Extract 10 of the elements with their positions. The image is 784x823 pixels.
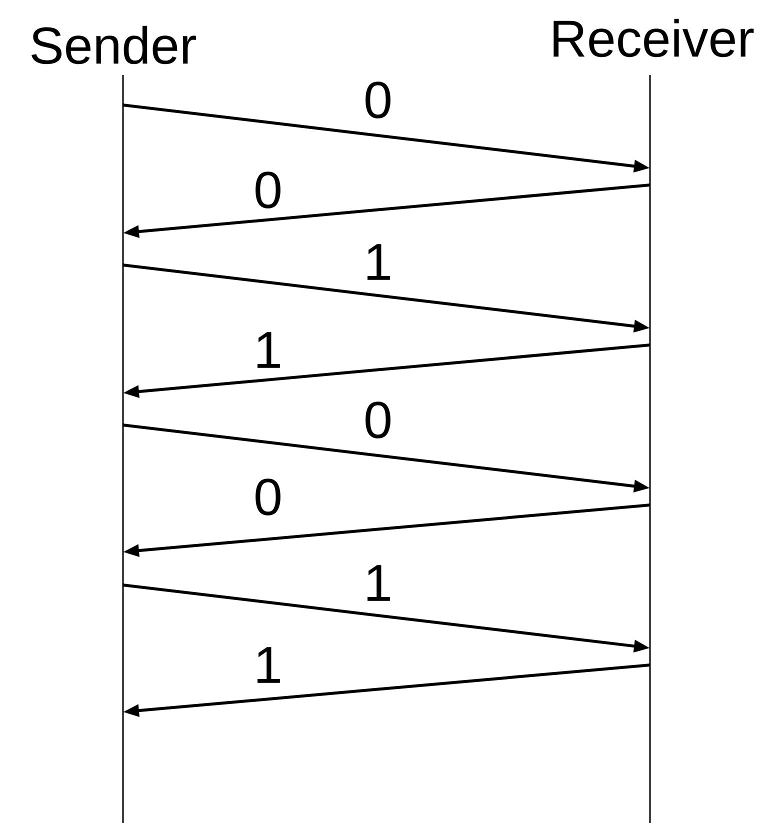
- edge-label: 0: [256, 478, 280, 516]
- edge-label: 0: [256, 172, 280, 208]
- edge-label: 1: [258, 647, 280, 683]
- edge-label: 1: [368, 565, 390, 601]
- edge-label: 0: [366, 82, 390, 118]
- lifeline: Sender: [32, 26, 196, 823]
- lifeline: Receiver: [554, 18, 754, 823]
- edge-label: 1: [368, 244, 390, 280]
- edge-label: 0: [366, 402, 390, 438]
- edge-label: 1: [258, 332, 280, 368]
